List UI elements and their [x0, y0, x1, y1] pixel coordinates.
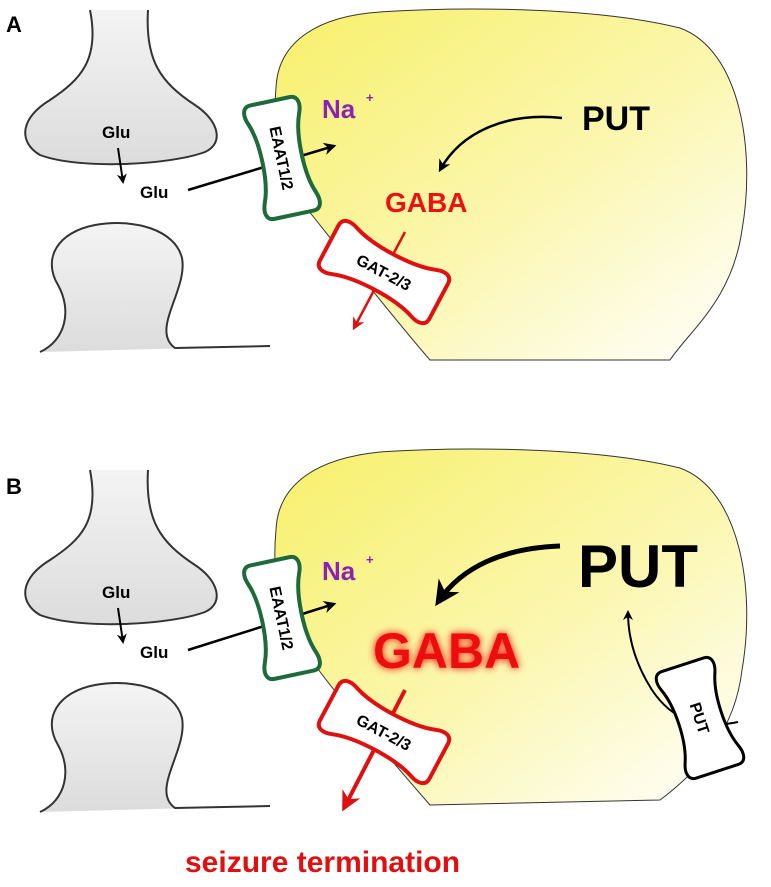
- sodium-label-a: Na: [322, 94, 356, 124]
- presynaptic-terminal-a: [24, 9, 218, 166]
- astrocyte-a: [274, 8, 748, 361]
- postsynaptic-spine-a: [39, 222, 271, 353]
- glu-cleft-label-a: Glu: [140, 183, 168, 202]
- put-to-gaba-arrow-b: [435, 543, 561, 607]
- sodium-charge-a: +: [366, 90, 374, 105]
- putrescine-label-b: PUT: [578, 533, 698, 600]
- eaat-transporter-b: EAAT1/2: [242, 554, 322, 682]
- glu-cleft-label-b: Glu: [140, 643, 168, 662]
- put-transporter-b: PUT: [654, 655, 746, 781]
- glu-presynaptic-label-a: Glu: [102, 123, 130, 142]
- putrescine-label-a: PUT: [582, 100, 650, 138]
- glu-presynaptic-label-b: Glu: [102, 583, 130, 602]
- presynaptic-terminal-b: [24, 469, 218, 626]
- panel-a-letter: A: [6, 12, 22, 37]
- seizure-termination-label: seizure termination: [185, 846, 460, 879]
- gat-transporter-b: GAT-2/3: [316, 678, 452, 786]
- gaba-label-b: GABA: [373, 623, 520, 679]
- glu-release-arrow-a: [116, 147, 127, 184]
- sodium-charge-b: +: [366, 552, 374, 567]
- panel-b: B Glu Glu EAAT1/2 Na + PUT PUT GABA: [6, 448, 748, 879]
- put-to-gaba-arrow-a: [438, 115, 563, 173]
- glu-uptake-arrow-b: [187, 601, 337, 652]
- sodium-label-b: Na: [322, 556, 356, 586]
- gaba-label-a: GABA: [385, 187, 467, 218]
- glu-uptake-arrow-a: [187, 142, 337, 192]
- panel-a: A Glu Glu EAAT1/2 Na + PUT GABA GAT-2/3: [6, 8, 748, 361]
- eaat-transporter-a: EAAT1/2: [242, 94, 322, 222]
- postsynaptic-spine-b: [39, 682, 271, 813]
- glu-release-arrow-b: [116, 607, 127, 644]
- panel-b-letter: B: [6, 474, 22, 499]
